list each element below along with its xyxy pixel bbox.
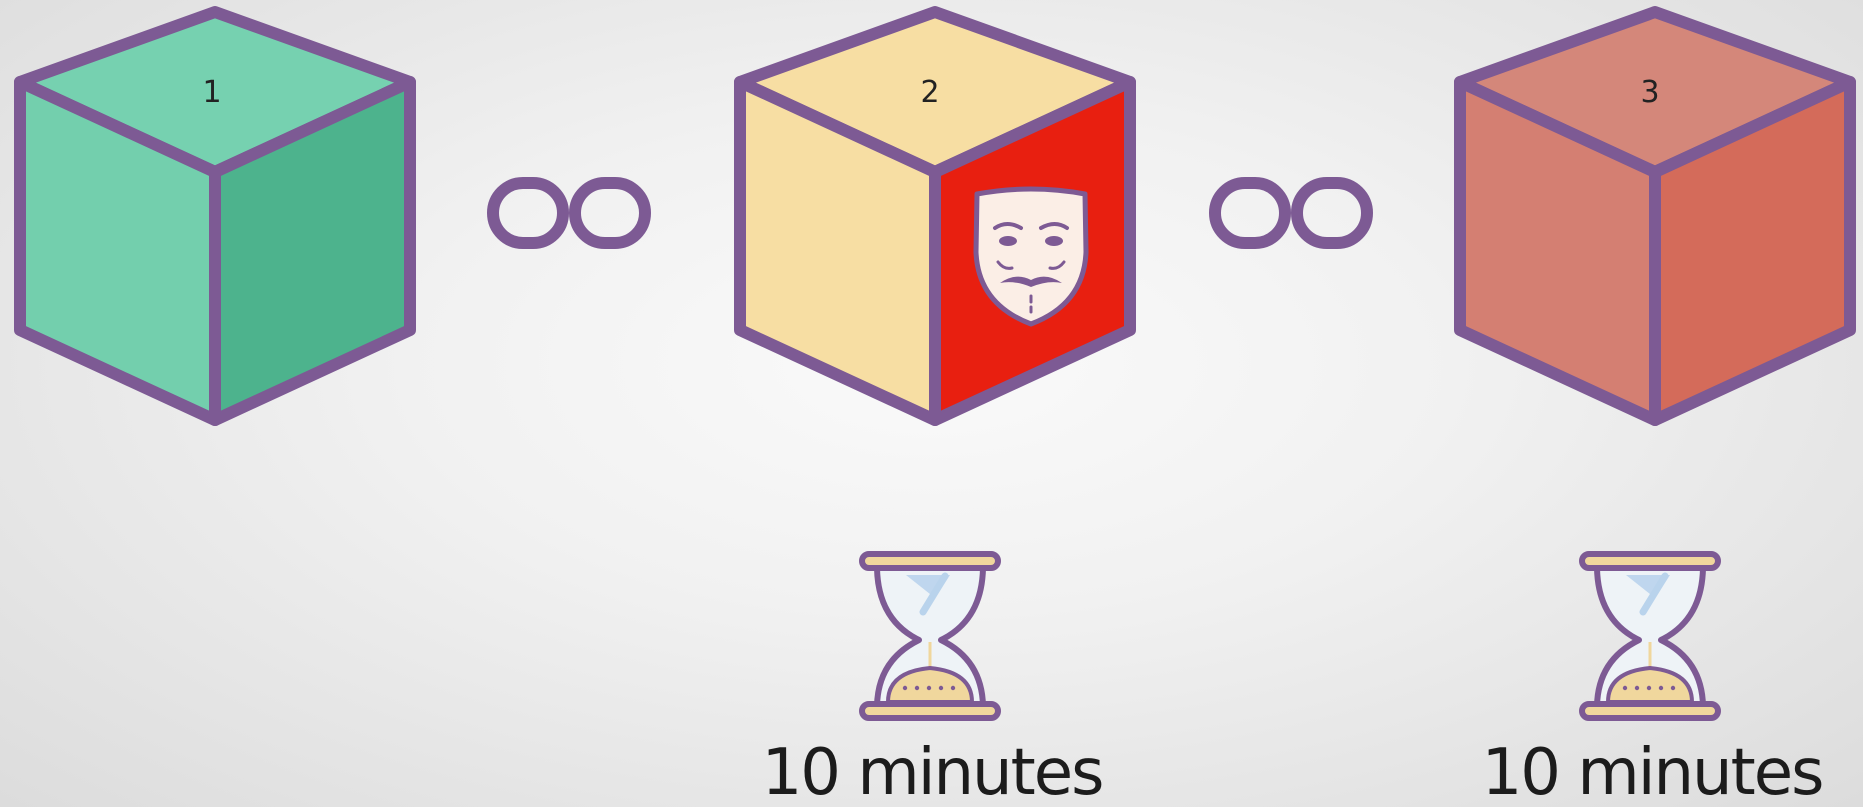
block-time-label: 10 minutes bbox=[762, 736, 1103, 807]
block-number-3: 3 bbox=[1640, 75, 1659, 110]
block-3: 3 bbox=[1460, 12, 1850, 420]
block-number-2: 2 bbox=[920, 75, 939, 110]
block-number-1: 1 bbox=[202, 75, 221, 110]
hourglass-icon bbox=[1582, 554, 1718, 718]
chain-link-icon bbox=[493, 183, 645, 243]
block-2: 2 bbox=[740, 12, 1130, 420]
timer-block-2: 10 minutes bbox=[762, 554, 1103, 807]
chain-link-icon bbox=[1215, 183, 1367, 243]
cube-icon bbox=[20, 12, 410, 420]
timer-block-3: 10 minutes bbox=[1482, 554, 1823, 807]
hourglass-icon bbox=[862, 554, 998, 718]
block-1: 1 bbox=[20, 12, 410, 420]
block-time-label: 10 minutes bbox=[1482, 736, 1823, 807]
cube-icon bbox=[1460, 12, 1850, 420]
